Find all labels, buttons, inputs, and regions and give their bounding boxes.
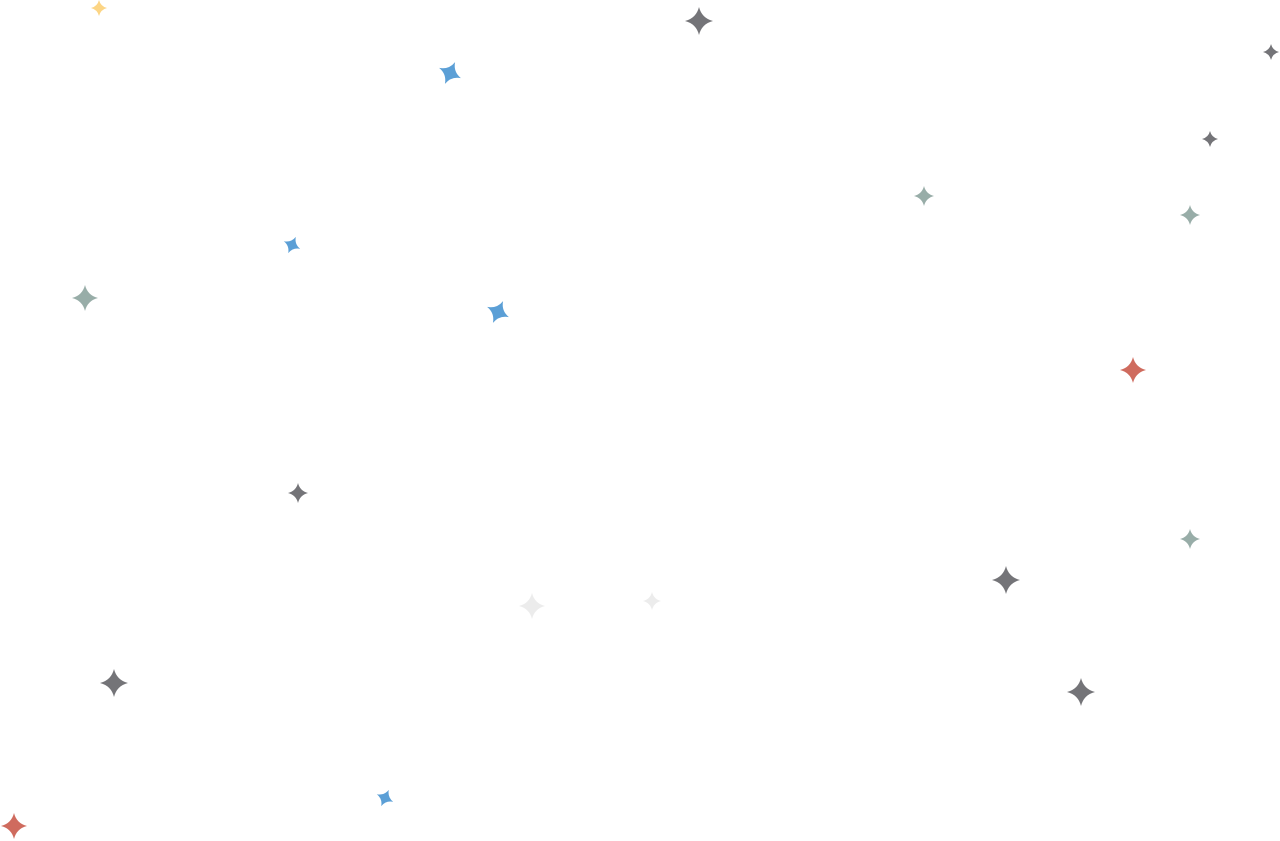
sparkle-icon	[1180, 529, 1200, 549]
sparkle-icon	[1067, 678, 1095, 706]
sparkle-icon	[91, 0, 107, 16]
sparkle-icon	[283, 236, 301, 254]
sparkle-icon	[992, 566, 1020, 594]
sparkle-icon	[100, 669, 128, 697]
sparkle-icon	[643, 592, 661, 610]
sparkle-icon	[1120, 357, 1146, 383]
sparkle-icon	[439, 62, 461, 84]
sparkle-icon	[376, 789, 394, 807]
sparkle-icon	[519, 593, 545, 619]
sparkle-icon	[1180, 205, 1200, 225]
sparkle-icon	[487, 301, 509, 323]
sparkle-icon	[1202, 131, 1218, 147]
sparkle-icon	[914, 186, 934, 206]
sparkle-icon	[685, 7, 713, 35]
sparkle-icon	[288, 483, 308, 503]
sparkle-icon	[72, 285, 98, 311]
sparkle-icon	[1, 813, 27, 839]
sparkle-icon	[1263, 44, 1279, 60]
